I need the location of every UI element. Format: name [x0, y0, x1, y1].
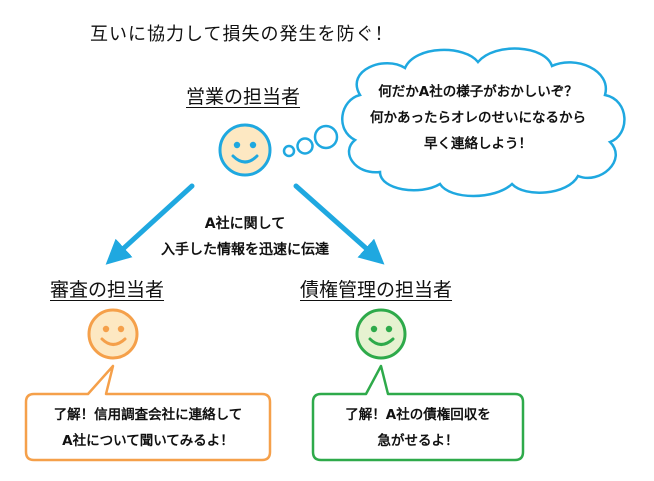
- thought-dot-small: [282, 144, 296, 158]
- thought-line: 早く連絡しよう！: [424, 136, 532, 152]
- thought-dot-large: [313, 124, 339, 150]
- thought-dot-medium: [296, 137, 314, 155]
- flow-note-line: 入手した情報を迅速に伝達: [161, 242, 329, 258]
- review-smiley-icon: [87, 308, 139, 360]
- thought-line: 何だかA社の様子がおかしいぞ？: [378, 84, 578, 100]
- thought-line: 何かあったらオレのせいになるから: [370, 110, 586, 126]
- sales-smiley-icon: [218, 123, 272, 177]
- credit-speech-bubble: [311, 364, 525, 462]
- flow-note-line: A社に関して: [204, 216, 286, 232]
- credit-role-label: 債権管理の担当者: [300, 279, 453, 301]
- credit-reply-line: 了解！A社の債権回収を: [345, 407, 491, 423]
- review-reply-text: 了解！信用調査会社に連絡して A社について聞いてみるよ！: [28, 402, 268, 454]
- flow-note: A社に関して 入手した情報を迅速に伝達: [135, 211, 355, 263]
- credit-reply-line: 急がせるよ！: [377, 433, 459, 449]
- arrow-to-review: [105, 183, 195, 265]
- credit-smiley-icon: [355, 308, 407, 360]
- thought-text: 何だかA社の様子がおかしいぞ？ 何かあったらオレのせいになるから 早く連絡しよう…: [362, 79, 594, 157]
- page-title: 互いに協力して損失の発生を防ぐ！: [90, 24, 394, 45]
- thought-cloud: [341, 47, 626, 198]
- review-role-label: 審査の担当者: [50, 279, 165, 301]
- sales-role-label: 営業の担当者: [186, 86, 301, 108]
- review-speech-bubble: [24, 364, 272, 462]
- credit-reply-text: 了解！A社の債権回収を 急がせるよ！: [315, 402, 521, 454]
- review-reply-line: 了解！信用調査会社に連絡して: [53, 407, 243, 423]
- review-reply-line: A社について聞いてみるよ！: [62, 433, 234, 449]
- arrow-to-credit: [293, 183, 385, 265]
